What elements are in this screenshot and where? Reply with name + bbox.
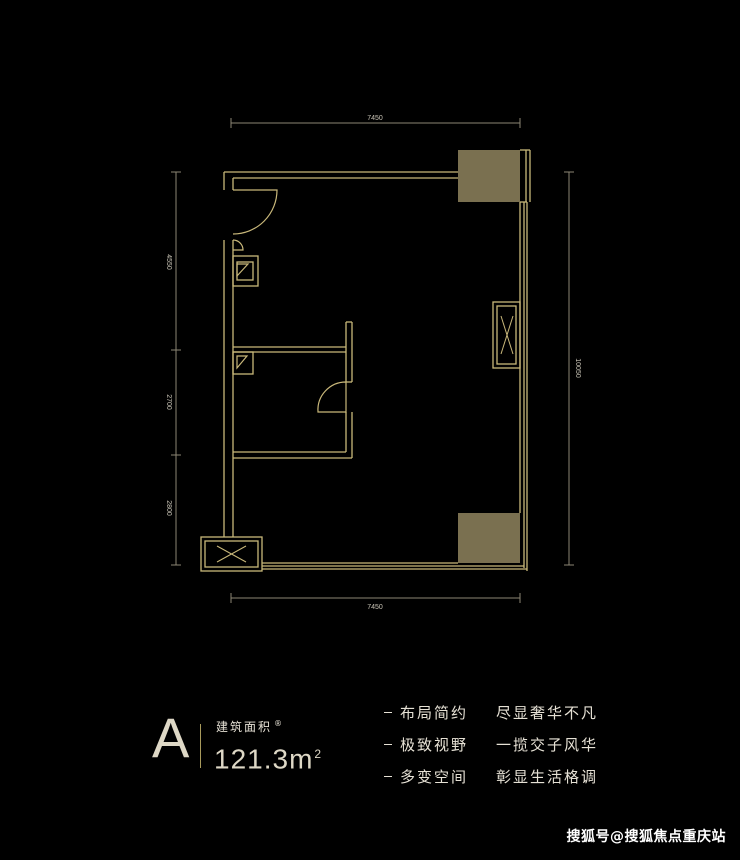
feature-right-text: 彰显生活格调 (496, 767, 599, 786)
area-label: 建筑面积® (216, 718, 282, 735)
registered-mark: ® (274, 719, 283, 728)
area-value-number: 121.3m (214, 743, 314, 775)
feature-right-text: 一揽交子风华 (496, 735, 599, 754)
dash-icon (384, 775, 392, 777)
title-divider (200, 724, 201, 768)
dash-icon (384, 743, 392, 745)
feature-left-text: 极致视野 (400, 735, 469, 754)
column-bottom-right (458, 513, 520, 563)
area-label-text: 建筑面积 (216, 720, 273, 734)
left-dimension-label-1: 4550 (165, 254, 172, 270)
area-unit-superscript: 2 (314, 747, 323, 761)
unit-type-letter: A (152, 706, 190, 769)
left-dimension-label-3: 2800 (165, 500, 172, 516)
feature-left-text: 布局简约 (400, 703, 469, 722)
feature-item: 布局简约 尽显奢华不凡 (384, 696, 598, 728)
feature-list: 布局简约 尽显奢华不凡 极致视野 一揽交子风华 多变空间 彰显生活格调 (384, 696, 598, 792)
feature-right-text: 尽显奢华不凡 (496, 703, 599, 722)
walls (200, 149, 531, 572)
door-swings (232, 189, 347, 413)
right-dimension-label: 10050 (574, 358, 581, 378)
feature-item: 极致视野 一揽交子风华 (384, 728, 598, 760)
area-value: 121.3m2 (214, 738, 322, 775)
bottom-dimension-line (230, 593, 521, 603)
feature-item: 多变空间 彰显生活格调 (384, 760, 598, 792)
right-dimension-line (564, 171, 574, 566)
left-dimension-line (171, 171, 181, 566)
left-dimension-label-2: 2700 (165, 394, 172, 410)
bottom-dimension-label: 7450 (367, 604, 383, 611)
watermark: 搜狐号@搜狐焦点重庆站 (566, 829, 726, 845)
column-top-right (458, 150, 520, 202)
top-dimension-line (230, 118, 521, 128)
top-dimension-label: 7450 (367, 115, 383, 122)
ac-cross-marks (216, 315, 514, 563)
feature-left-text: 多变空间 (400, 767, 469, 786)
floor-plan-diagram: 7450 7450 10050 4550 2700 2800 (165, 115, 581, 611)
dash-icon (384, 711, 392, 713)
